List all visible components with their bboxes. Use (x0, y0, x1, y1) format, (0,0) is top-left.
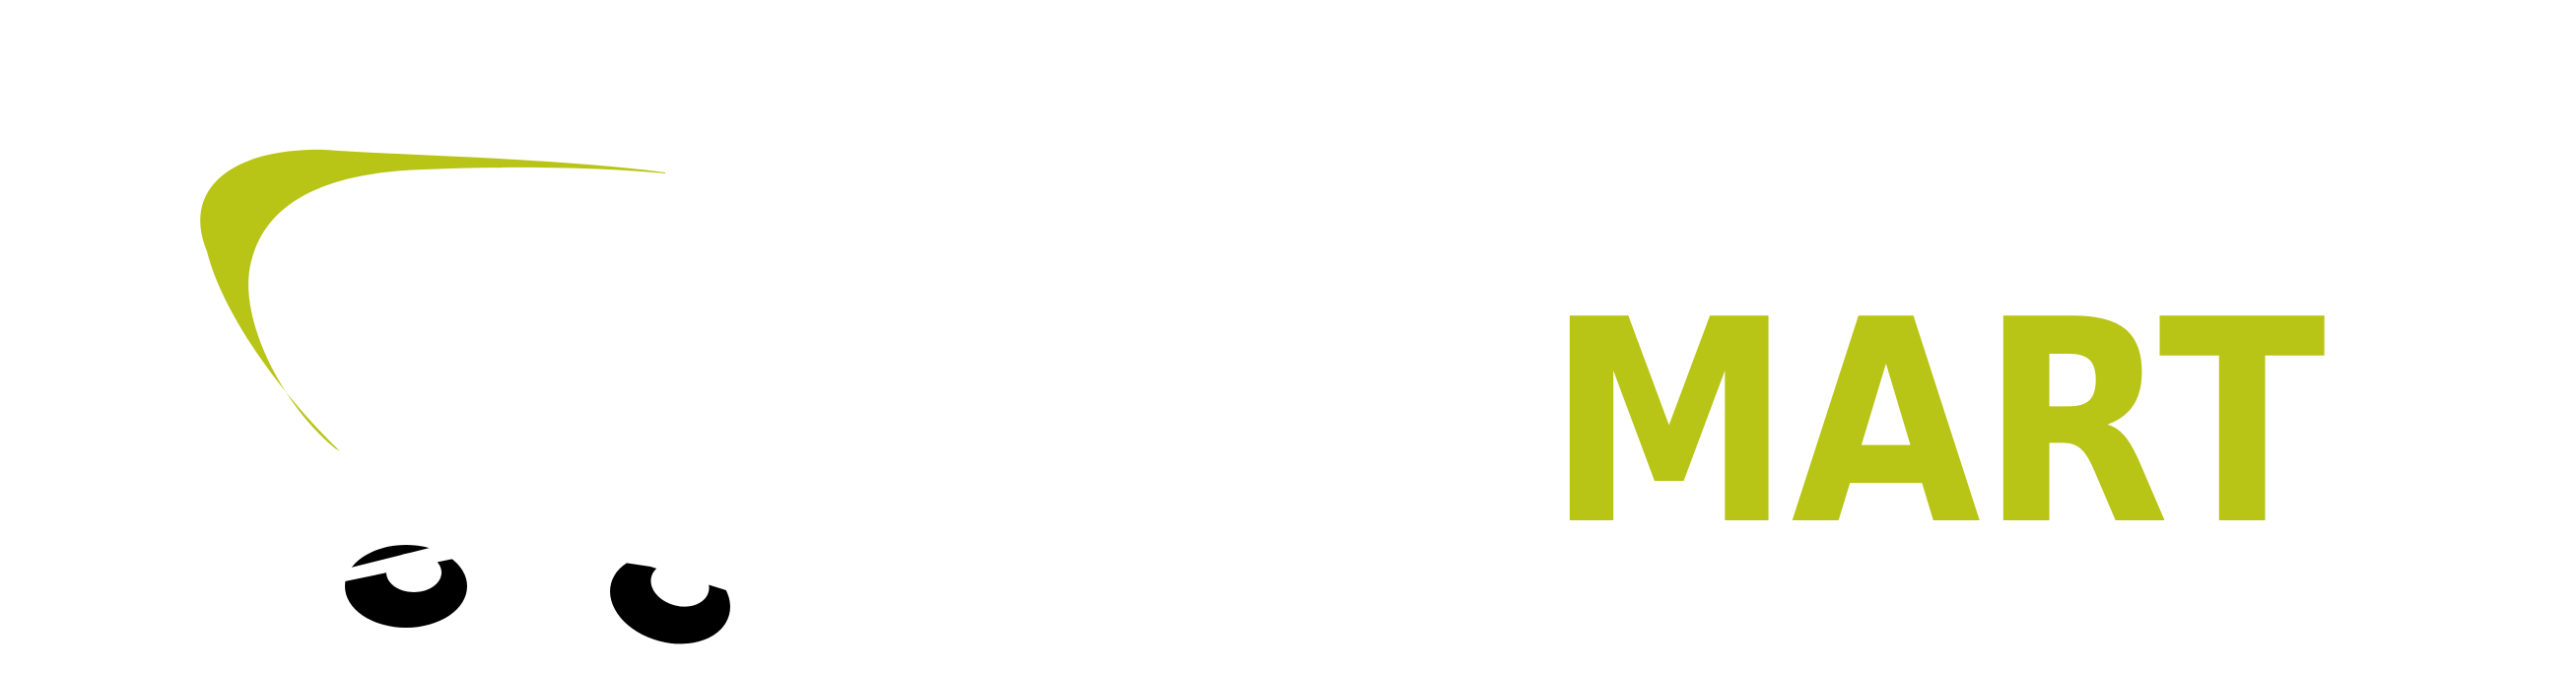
cart-basket-swoosh (200, 149, 665, 451)
shopping-cart-icon (200, 149, 749, 644)
brand-wordmark: MART (1547, 260, 2327, 587)
cart-wheel-left (335, 545, 473, 628)
cart-wheel-right (552, 552, 749, 644)
